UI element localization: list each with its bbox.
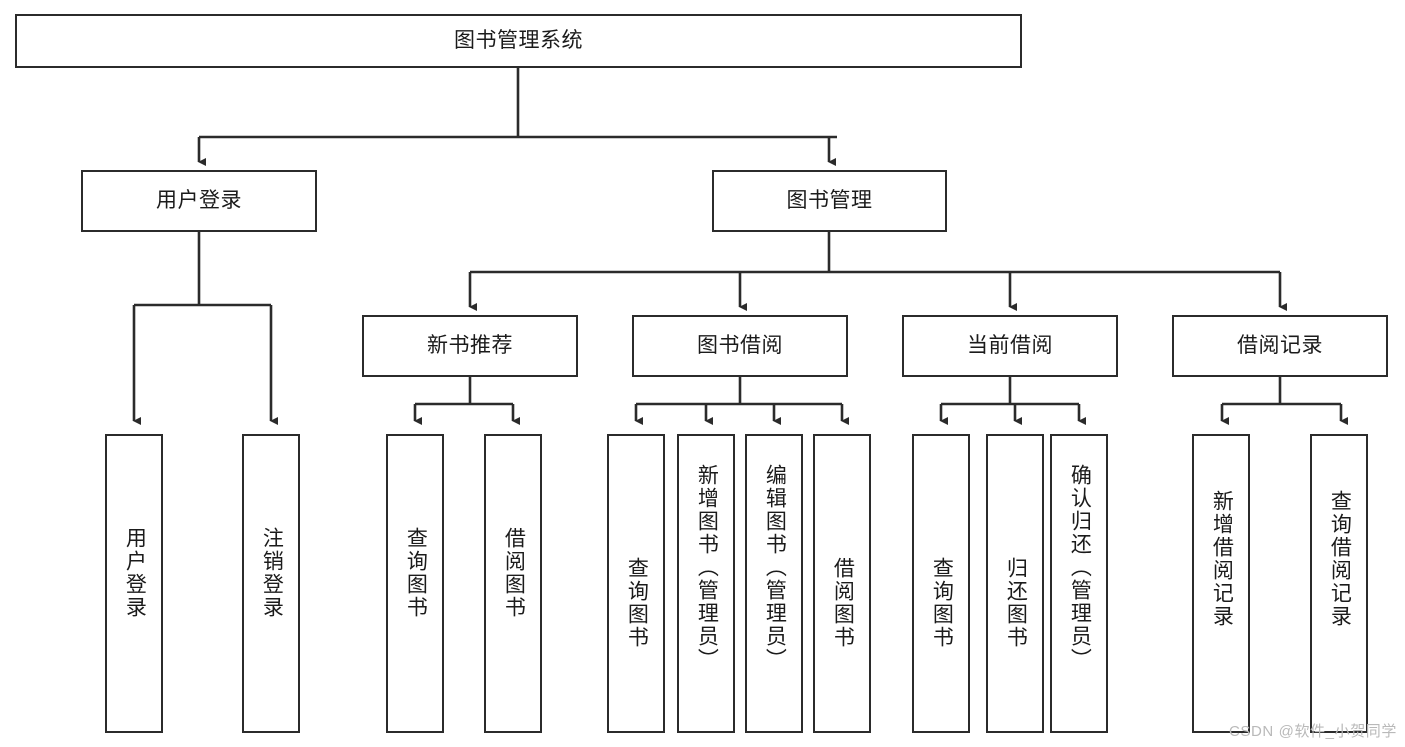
leaf-query-book-recommend[interactable]: 查询图书 xyxy=(386,434,444,733)
node-book-borrow[interactable]: 图书借阅 xyxy=(632,315,848,377)
leaf-borrow-book-recommend[interactable]: 借阅图书 xyxy=(484,434,542,733)
leaf-add-borrow-record[interactable]: 新增借阅记录 xyxy=(1192,434,1250,733)
node-label: 借阅记录 xyxy=(1237,333,1323,357)
leaf-query-book-current[interactable]: 查询图书 xyxy=(912,434,970,733)
node-label: 查询图书 xyxy=(625,557,649,649)
leaf-query-borrow-record[interactable]: 查询借阅记录 xyxy=(1310,434,1368,733)
leaf-edit-book-admin[interactable]: 编辑图书（管理员） xyxy=(745,434,803,733)
node-root-book-management-system[interactable]: 图书管理系统 xyxy=(15,14,1022,68)
node-label: 用户登录 xyxy=(156,188,242,212)
node-label: 归还图书 xyxy=(1004,557,1028,649)
csdn-watermark: CSDN @软件_小贺同学 xyxy=(1228,723,1397,740)
node-label: 注销登录 xyxy=(260,527,284,619)
node-label: 当前借阅 xyxy=(967,333,1053,357)
node-current-borrow[interactable]: 当前借阅 xyxy=(902,315,1118,377)
node-label: 新增图书（管理员） xyxy=(695,464,719,671)
node-label: 新增借阅记录 xyxy=(1210,490,1234,628)
node-label: 新书推荐 xyxy=(427,333,513,357)
node-label: 图书管理 xyxy=(786,188,873,212)
node-label: 查询图书 xyxy=(930,557,954,649)
node-label: 查询借阅记录 xyxy=(1328,490,1352,628)
node-label: 借阅图书 xyxy=(831,557,855,649)
node-book-management[interactable]: 图书管理 xyxy=(712,170,947,232)
node-borrow-record[interactable]: 借阅记录 xyxy=(1172,315,1388,377)
leaf-user-login[interactable]: 用户登录 xyxy=(105,434,163,733)
leaf-borrow-book[interactable]: 借阅图书 xyxy=(813,434,871,733)
node-label: 确认归还（管理员） xyxy=(1068,464,1092,671)
leaf-add-book-admin[interactable]: 新增图书（管理员） xyxy=(677,434,735,733)
node-user-login[interactable]: 用户登录 xyxy=(81,170,317,232)
node-label: 图书管理系统 xyxy=(454,28,583,52)
node-label: 编辑图书（管理员） xyxy=(763,464,787,671)
leaf-query-book-borrow[interactable]: 查询图书 xyxy=(607,434,665,733)
node-label: 查询图书 xyxy=(404,527,428,619)
leaf-logout[interactable]: 注销登录 xyxy=(242,434,300,733)
node-label: 图书借阅 xyxy=(697,333,783,357)
leaf-confirm-return-admin[interactable]: 确认归还（管理员） xyxy=(1050,434,1108,733)
node-label: 用户登录 xyxy=(123,527,147,619)
leaf-return-book[interactable]: 归还图书 xyxy=(986,434,1044,733)
node-new-book-recommend[interactable]: 新书推荐 xyxy=(362,315,578,377)
node-label: 借阅图书 xyxy=(502,527,526,619)
